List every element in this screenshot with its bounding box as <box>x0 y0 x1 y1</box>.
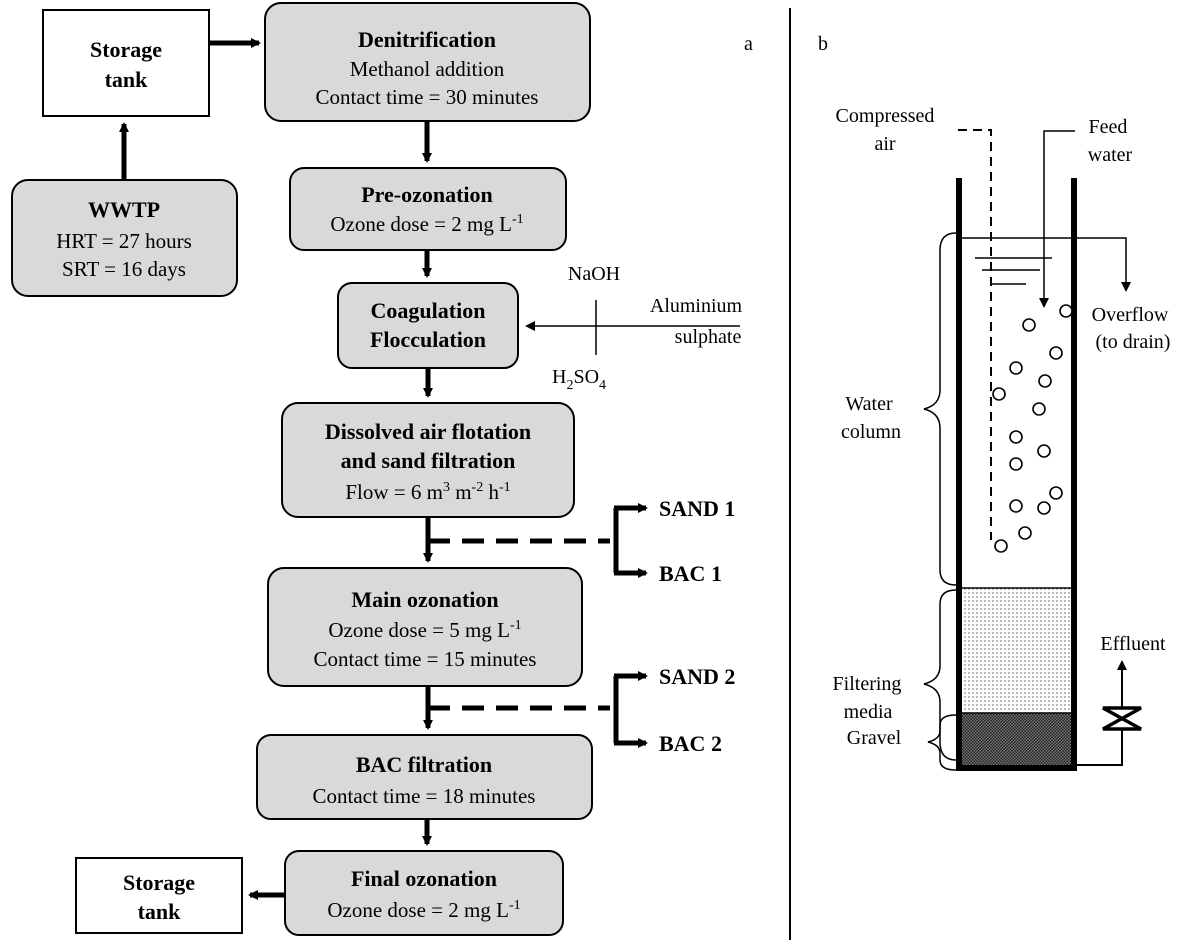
sand2-label: SAND 2 <box>659 664 735 689</box>
coagulation-title: Coagulation <box>371 298 486 323</box>
bac-filtration-contact: Contact time = 18 minutes <box>313 784 536 808</box>
daf-title2: and sand filtration <box>341 448 516 473</box>
denitrification-line2: Contact time = 30 minutes <box>316 85 539 109</box>
compressed-air-label2: air <box>874 133 895 155</box>
final-ozonation-box: Final ozonation Ozone dose = 2 mg L-1 <box>284 850 564 936</box>
final-ozonation-dose: Ozone dose = 2 mg L-1 <box>327 898 520 922</box>
bac2-label: BAC 2 <box>659 731 722 756</box>
flocculation-title: Flocculation <box>370 327 486 352</box>
filtering-media-label2: media <box>844 701 893 723</box>
main-ozonation-box: Main ozonation Ozone dose = 5 mg L-1 Con… <box>267 567 583 687</box>
main-ozonation-contact: Contact time = 15 minutes <box>314 647 537 671</box>
compressed-air-label1: Compressed <box>836 105 935 127</box>
storage-tank-bottom-line1: Storage <box>123 870 195 895</box>
filter-column <box>956 178 1077 771</box>
filtering-media-fill <box>962 588 1072 713</box>
overflow-arrow <box>962 237 1131 292</box>
air-bubbles <box>992 304 1073 553</box>
compressed-air-line <box>958 129 992 540</box>
pre-ozonation-dose: Ozone dose = 2 mg L-1 <box>330 212 523 236</box>
gravel-brace <box>927 714 957 771</box>
denitrification-title: Denitrification <box>358 27 496 52</box>
gravel-label: Gravel <box>847 727 902 749</box>
effluent-label: Effluent <box>1100 633 1166 655</box>
pre-ozonation-title: Pre-ozonation <box>361 182 493 207</box>
h2so4-label: H2SO4 <box>552 366 606 393</box>
feed-water-arrow <box>1039 130 1075 308</box>
effluent-pipe <box>1074 729 1123 766</box>
storage-tank-top-line1: Storage <box>90 37 162 62</box>
coagulation-box: Coagulation Flocculation <box>337 282 519 369</box>
water-column-label2: column <box>841 421 901 443</box>
sulphate-label: sulphate <box>675 326 742 348</box>
wwtp-box: WWTP HRT = 27 hours SRT = 16 days <box>11 179 238 297</box>
wwtp-srt: SRT = 16 days <box>62 257 186 281</box>
naoh-label: NaOH <box>568 263 620 285</box>
filtering-media-label1: Filtering <box>833 673 902 695</box>
main-ozonation-dose: Ozone dose = 5 mg L-1 <box>328 618 521 642</box>
gravel-fill <box>962 713 1072 765</box>
daf-flow: Flow = 6 m3 m-2 h-1 <box>345 480 510 504</box>
final-ozonation-title: Final ozonation <box>351 866 497 891</box>
bac1-label: BAC 1 <box>659 561 722 586</box>
aluminium-label: Aluminium <box>650 295 743 317</box>
feed-water-label1: Feed <box>1089 116 1128 138</box>
wwtp-title: WWTP <box>88 197 160 222</box>
water-column-label1: Water <box>845 393 893 415</box>
denitrification-box: Denitrification Methanol addition Contac… <box>264 2 591 122</box>
daf-box: Dissolved air flotation and sand filtrat… <box>281 402 575 518</box>
bac-filtration-box: BAC filtration Contact time = 18 minutes <box>256 734 593 820</box>
storage-tank-top: Storage tank <box>42 9 210 117</box>
overflow-label2: (to drain) <box>1096 331 1171 353</box>
bac-filtration-title: BAC filtration <box>356 752 492 777</box>
feed-water-label2: water <box>1088 144 1133 166</box>
valve-icon <box>1102 706 1142 731</box>
sand1-label: SAND 1 <box>659 496 735 521</box>
storage-tank-bottom: Storage tank <box>75 857 243 934</box>
overflow-label1: Overflow <box>1092 304 1169 326</box>
pre-ozonation-box: Pre-ozonation Ozone dose = 2 mg L-1 <box>289 167 567 251</box>
water-column-brace <box>923 232 957 586</box>
denitrification-line1: Methanol addition <box>350 57 505 81</box>
panel-b-label: b <box>818 33 828 55</box>
main-ozonation-title: Main ozonation <box>351 587 498 612</box>
wwtp-hrt: HRT = 27 hours <box>56 229 192 253</box>
panel-a-label: a <box>744 33 753 55</box>
daf-title1: Dissolved air flotation <box>325 419 531 444</box>
filtering-media-brace <box>923 589 957 761</box>
storage-tank-bottom-line2: tank <box>138 899 182 924</box>
storage-tank-top-line2: tank <box>105 67 149 92</box>
